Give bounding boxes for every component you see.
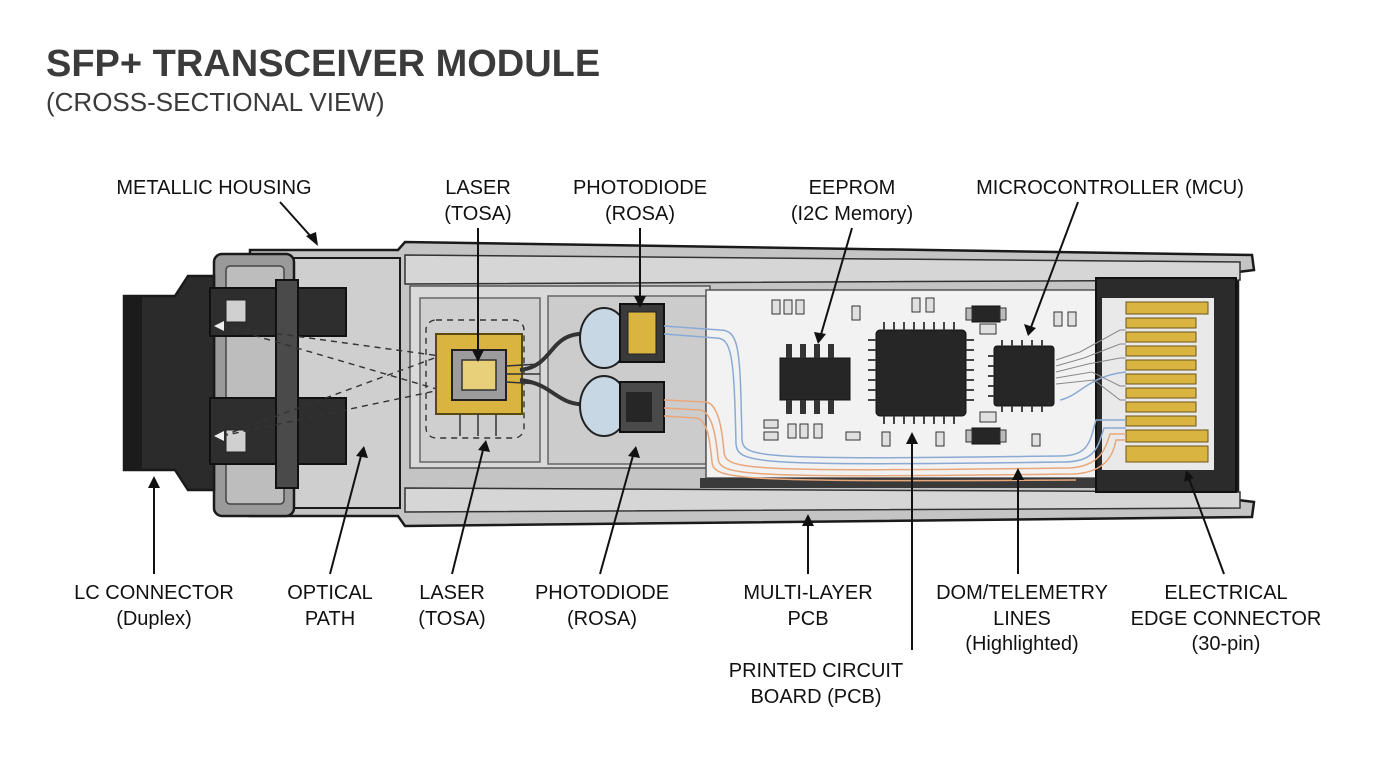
lens-cable-upper	[519, 331, 591, 372]
label-photodiode-top-line1: PHOTODIODE	[573, 177, 707, 199]
ferrule-clip	[225, 429, 247, 453]
arrow-tx	[214, 321, 224, 331]
label-multilayer-pcb-line2: PCB	[787, 608, 828, 630]
housing-top-rail	[404, 254, 1241, 285]
ferrule-sleeve	[275, 279, 299, 489]
passive-components	[763, 297, 1077, 447]
lc-connector-face	[124, 296, 142, 470]
label-metallic-housing: METALLIC HOUSING	[116, 177, 311, 199]
signal-traces-gray	[1055, 329, 1126, 401]
main-ic-pins	[868, 322, 974, 424]
label-photodiode-bottom-line2: (ROSA)	[567, 608, 637, 630]
optical-path-lines	[221, 319, 525, 439]
leader-lines	[148, 201, 1225, 650]
label-optical-path-line1: OPTICAL	[287, 582, 373, 604]
leader-optical-path	[329, 451, 363, 575]
leader-metallic-housing	[279, 201, 315, 241]
label-lc-connector-line2: (Duplex)	[116, 608, 192, 630]
label-photodiode-bottom-line1: PHOTODIODE	[535, 582, 669, 604]
pcb-bottom-layer	[700, 478, 1108, 488]
label-laser-top-line2: (TOSA)	[444, 203, 511, 225]
label-edge-connector-line2: EDGE CONNECTOR	[1131, 608, 1322, 630]
signal-traces-blue	[663, 325, 1127, 465]
label-lc-connector-line1: LC CONNECTOR	[74, 582, 234, 604]
leader-laser-bottom	[451, 445, 485, 575]
laser-die	[461, 359, 497, 391]
label-photodiode-top-line2: (ROSA)	[605, 203, 675, 225]
label-pcb-line1: PRINTED CIRCUIT	[729, 660, 903, 682]
label-eeprom-line2: (I2C Memory)	[791, 203, 913, 225]
gold-edge-fingers	[1125, 301, 1209, 463]
label-mcu: MICROCONTROLLER (MCU)	[976, 177, 1244, 199]
label-optical-path-line2: PATH	[305, 608, 355, 630]
label-laser-top-line1: LASER	[445, 177, 511, 199]
signal-traces-orange	[663, 399, 1126, 482]
diodes	[965, 305, 1007, 445]
eeprom-pins	[786, 344, 834, 414]
label-edge-connector-line1: ELECTRICAL	[1164, 582, 1287, 604]
label-eeprom-line1: EEPROM	[809, 177, 896, 199]
photodiode-lower-window	[626, 392, 652, 422]
eeprom-chip	[779, 357, 851, 401]
leader-edge-connector	[1187, 475, 1225, 575]
label-dom-line2: LINES	[993, 608, 1051, 630]
page-subtitle: (CROSS-SECTIONAL VIEW)	[46, 87, 385, 117]
label-laser-bottom-line2: (TOSA)	[418, 608, 485, 630]
ferrule-clip	[225, 299, 247, 323]
main-ic-chip	[875, 329, 967, 417]
photodiode-upper-window	[627, 311, 657, 355]
mcu-pins	[988, 340, 1043, 412]
housing-bottom-rail	[404, 487, 1241, 513]
sfp-module	[122, 240, 1256, 528]
label-multilayer-pcb-line1: MULTI-LAYER	[743, 582, 872, 604]
label-dom-line1: DOM/TELEMETRY	[936, 582, 1108, 604]
label-dom-line3: (Highlighted)	[965, 633, 1078, 655]
mcu-chip	[993, 345, 1055, 407]
page-title: SFP+ TRANSCEIVER MODULE	[46, 43, 600, 85]
label-laser-bottom-line1: LASER	[419, 582, 485, 604]
leader-eeprom	[819, 227, 853, 339]
label-edge-connector-line3: (30-pin)	[1192, 633, 1261, 655]
leader-photodiode-bottom	[599, 451, 635, 575]
leader-mcu	[1029, 201, 1079, 331]
label-pcb-line2: BOARD (PCB)	[750, 686, 881, 708]
arrow-rx	[214, 431, 224, 441]
